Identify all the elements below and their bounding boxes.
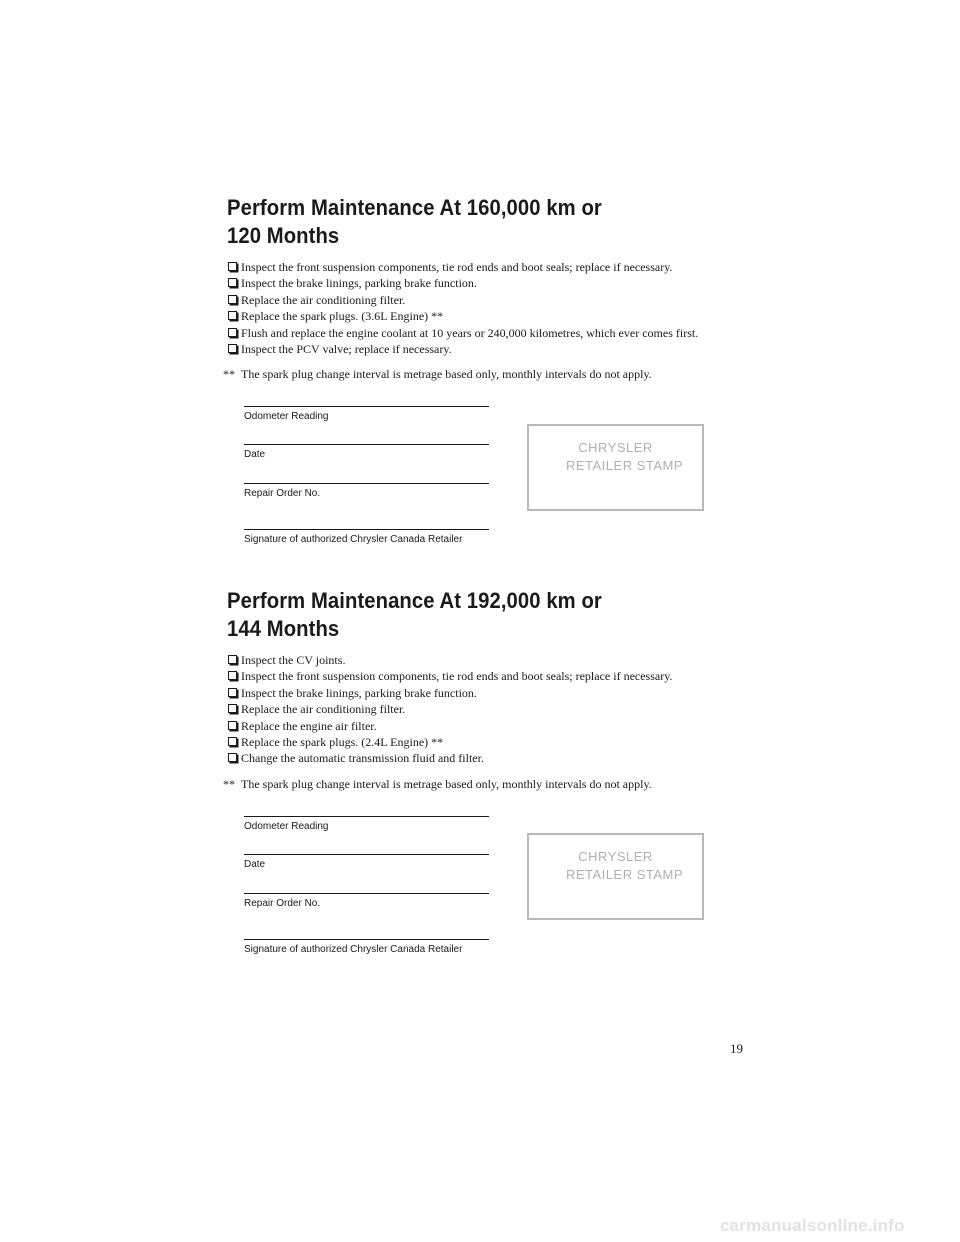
checklist-item: Inspect the brake linings, parking brake… <box>227 275 747 291</box>
date-label: Date <box>244 449 266 460</box>
checklist-item: Inspect the front suspension components,… <box>227 259 747 275</box>
repair-order-field[interactable]: Repair Order No. <box>244 483 489 500</box>
signature-field[interactable]: Signature of authorized Chrysler Canada … <box>244 529 489 546</box>
footnote-text: The spark plug change interval is metrag… <box>241 776 652 791</box>
retailer-stamp-box: CHRYSLER RETAILER STAMP <box>527 833 704 920</box>
checklist-item-text: Replace the spark plugs. (3.6L Engine) *… <box>241 309 444 324</box>
checklist-item-text: Replace the air conditioning filter. <box>241 702 406 717</box>
heading-line-1: Perform Maintenance At 192,000 km or <box>227 588 602 613</box>
checkbox-icon[interactable] <box>228 655 237 664</box>
repair-order-field[interactable]: Repair Order No. <box>244 893 489 910</box>
signature-label: Signature of authorized Chrysler Canada … <box>244 944 463 955</box>
date-label: Date <box>244 859 266 870</box>
checkbox-icon[interactable] <box>228 671 237 681</box>
checkbox-icon[interactable] <box>228 704 237 714</box>
checklist-item: Replace the spark plugs. (2.4L Engine) *… <box>227 734 747 750</box>
checklist-item-text: Inspect the brake linings, parking brake… <box>241 276 477 291</box>
checklist-item-text: Inspect the CV joints. <box>241 653 346 667</box>
watermark: carmanualsonline.info <box>720 1216 905 1235</box>
checkbox-icon[interactable] <box>228 720 237 730</box>
checklist-item: Inspect the PCV valve; replace if necess… <box>227 341 747 357</box>
section-heading: Perform Maintenance At 192,000 km or 144… <box>227 587 742 643</box>
checkbox-icon[interactable] <box>228 327 237 337</box>
date-field[interactable]: Date <box>244 854 489 871</box>
odometer-field[interactable]: Odometer Reading <box>244 406 489 423</box>
checkbox-icon[interactable] <box>228 687 237 697</box>
checklist-item-text: Replace the spark plugs. (2.4L Engine) *… <box>241 735 444 750</box>
stamp-line-2: RETAILER STAMP <box>565 458 684 473</box>
checklist-item: Replace the air conditioning filter. <box>227 292 747 308</box>
checklist-item: Inspect the front suspension components,… <box>227 668 747 684</box>
repair-order-label: Repair Order No. <box>244 488 321 499</box>
maintenance-checklist: Inspect the CV joints. Inspect the front… <box>227 652 747 767</box>
maintenance-checklist: Inspect the front suspension components,… <box>227 259 747 357</box>
checkbox-icon[interactable] <box>228 278 237 288</box>
checklist-item: Inspect the CV joints. <box>227 652 747 668</box>
checkbox-icon[interactable] <box>228 294 237 304</box>
checklist-item: Replace the engine air filter. <box>227 718 747 734</box>
footnote: ** The spark plug change interval is metr… <box>223 366 743 382</box>
checkbox-icon[interactable] <box>228 344 237 354</box>
checklist-item: Flush and replace the engine coolant at … <box>227 325 747 341</box>
retailer-stamp-box: CHRYSLER RETAILER STAMP <box>527 424 704 511</box>
stamp-line-1: CHRYSLER <box>578 440 653 455</box>
checklist-item: Inspect the brake linings, parking brake… <box>227 685 747 701</box>
stamp-line-2: RETAILER STAMP <box>565 867 684 882</box>
checklist-item: Change the automatic transmission fluid … <box>227 750 747 766</box>
checklist-item-text: Replace the engine air filter. <box>241 718 377 733</box>
checklist-item-text: Inspect the PCV valve; replace if necess… <box>241 342 452 357</box>
footnote-text: The spark plug change interval is metrag… <box>241 367 652 382</box>
checkbox-icon[interactable] <box>228 753 237 763</box>
checklist-item-text: Replace the air conditioning filter. <box>241 292 406 307</box>
page-number: 19 <box>730 1041 743 1056</box>
checkbox-icon[interactable] <box>228 737 237 747</box>
checklist-item-text: Inspect the front suspension components,… <box>241 260 673 274</box>
checklist-item: Replace the spark plugs. (3.6L Engine) *… <box>227 308 747 324</box>
heading-line-2: 144 Months <box>227 616 340 641</box>
stamp-line-1: CHRYSLER <box>578 849 653 864</box>
stamp-text: CHRYSLER RETAILER STAMP <box>529 439 702 475</box>
footnote-mark: ** <box>223 776 235 791</box>
checklist-item-text: Change the automatic transmission fluid … <box>241 751 484 766</box>
checklist-item-text: Inspect the front suspension components,… <box>241 669 673 684</box>
heading-line-2: 120 Months <box>227 223 340 248</box>
checkbox-icon[interactable] <box>228 262 237 271</box>
footnote-mark: ** <box>223 367 235 382</box>
heading-line-1: Perform Maintenance At 160,000 km or <box>227 195 602 220</box>
stamp-text: CHRYSLER RETAILER STAMP <box>529 848 702 884</box>
maintenance-section-192000: Perform Maintenance At 192,000 km or 144… <box>223 587 747 792</box>
odometer-label: Odometer Reading <box>244 821 329 832</box>
checklist-item-text: Inspect the brake linings, parking brake… <box>241 685 477 700</box>
maintenance-section-160000: Perform Maintenance At 160,000 km or 120… <box>223 194 747 382</box>
repair-order-label: Repair Order No. <box>244 898 321 909</box>
checklist-item: Replace the air conditioning filter. <box>227 701 747 717</box>
date-field[interactable]: Date <box>244 444 489 461</box>
footnote: ** The spark plug change interval is metr… <box>223 776 743 792</box>
section-heading: Perform Maintenance At 160,000 km or 120… <box>227 194 742 250</box>
odometer-label: Odometer Reading <box>244 411 329 422</box>
signature-field[interactable]: Signature of authorized Chrysler Canada … <box>244 939 489 956</box>
odometer-field[interactable]: Odometer Reading <box>244 816 489 833</box>
checklist-item-text: Flush and replace the engine coolant at … <box>241 325 699 340</box>
signature-label: Signature of authorized Chrysler Canada … <box>244 534 463 545</box>
checkbox-icon[interactable] <box>228 311 237 321</box>
